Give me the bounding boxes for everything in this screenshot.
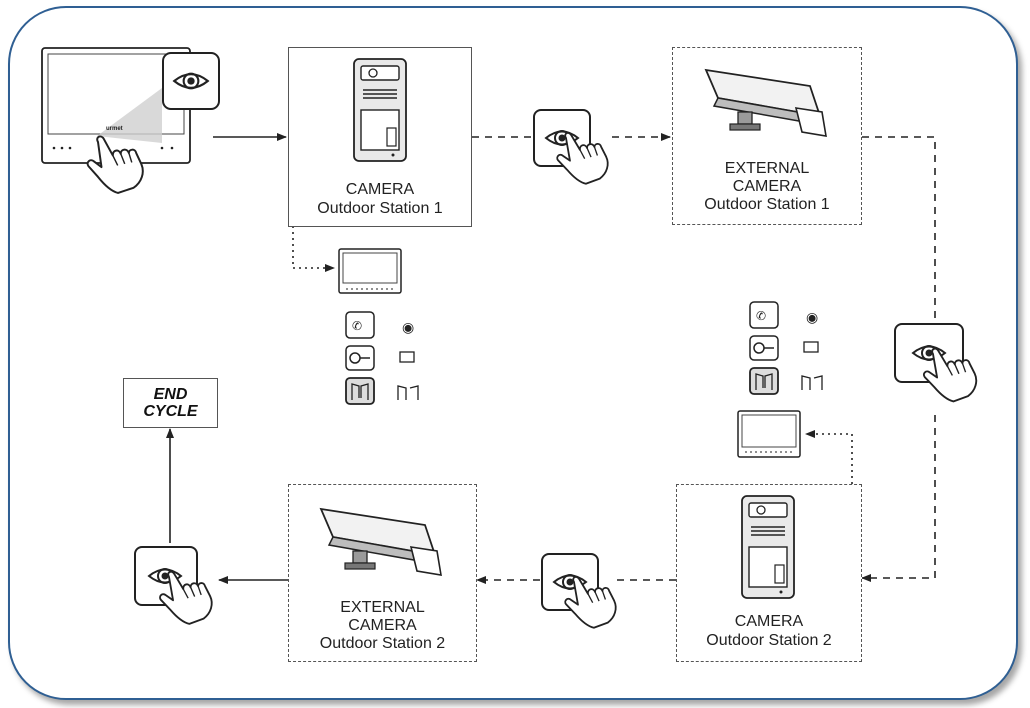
monitor-icon-2 bbox=[737, 410, 801, 458]
svg-text:✆: ✆ bbox=[756, 309, 766, 323]
svg-text:✆: ✆ bbox=[352, 319, 362, 333]
eye-button-4 bbox=[134, 546, 217, 631]
end-cycle-line1: END bbox=[153, 386, 188, 403]
external-2-line2: CAMERA bbox=[348, 617, 417, 634]
external-1-line1: EXTERNAL bbox=[724, 160, 810, 177]
camera-outdoor-station-1: CAMERA Outdoor Station 1 bbox=[288, 47, 472, 227]
camera-outdoor-station-2: CAMERA Outdoor Station 2 bbox=[676, 484, 862, 662]
monitor-icon bbox=[338, 248, 402, 294]
eye-button-callout bbox=[162, 52, 220, 110]
camera-station-2-line2: Outdoor Station 2 bbox=[706, 632, 832, 649]
eye-button-1 bbox=[533, 109, 613, 190]
svg-text:◉: ◉ bbox=[806, 310, 818, 326]
external-camera-outdoor-station-1: EXTERNAL CAMERA Outdoor Station 1 bbox=[672, 47, 862, 225]
eye-button-2 bbox=[894, 323, 982, 408]
end-cycle-box: END CYCLE bbox=[123, 378, 218, 428]
external-1-line3: Outdoor Station 1 bbox=[704, 196, 830, 213]
end-cycle-line2: CYCLE bbox=[143, 403, 198, 420]
function-icons-2: ✆ ◉ bbox=[749, 301, 823, 395]
external-1-line2: CAMERA bbox=[732, 178, 802, 195]
svg-text:urmet: urmet bbox=[106, 126, 123, 132]
door-station-icon bbox=[353, 58, 407, 162]
function-icons-1: ✆ ◉ bbox=[345, 311, 419, 405]
hand-pointer-icon bbox=[81, 128, 148, 199]
external-2-line3: Outdoor Station 2 bbox=[319, 635, 446, 652]
surveillance-camera-icon-2 bbox=[319, 507, 442, 576]
external-2-line1: EXTERNAL bbox=[340, 599, 425, 616]
eye-button-3 bbox=[541, 553, 621, 634]
door-station-icon-2 bbox=[741, 495, 795, 599]
camera-station-1-line2: Outdoor Station 1 bbox=[317, 200, 443, 217]
svg-text:◉: ◉ bbox=[402, 320, 414, 336]
camera-station-2-line1: CAMERA bbox=[734, 613, 804, 630]
surveillance-camera-icon bbox=[704, 68, 827, 137]
camera-station-1-line1: CAMERA bbox=[345, 181, 415, 198]
external-camera-outdoor-station-2: EXTERNAL CAMERA Outdoor Station 2 bbox=[288, 484, 477, 662]
